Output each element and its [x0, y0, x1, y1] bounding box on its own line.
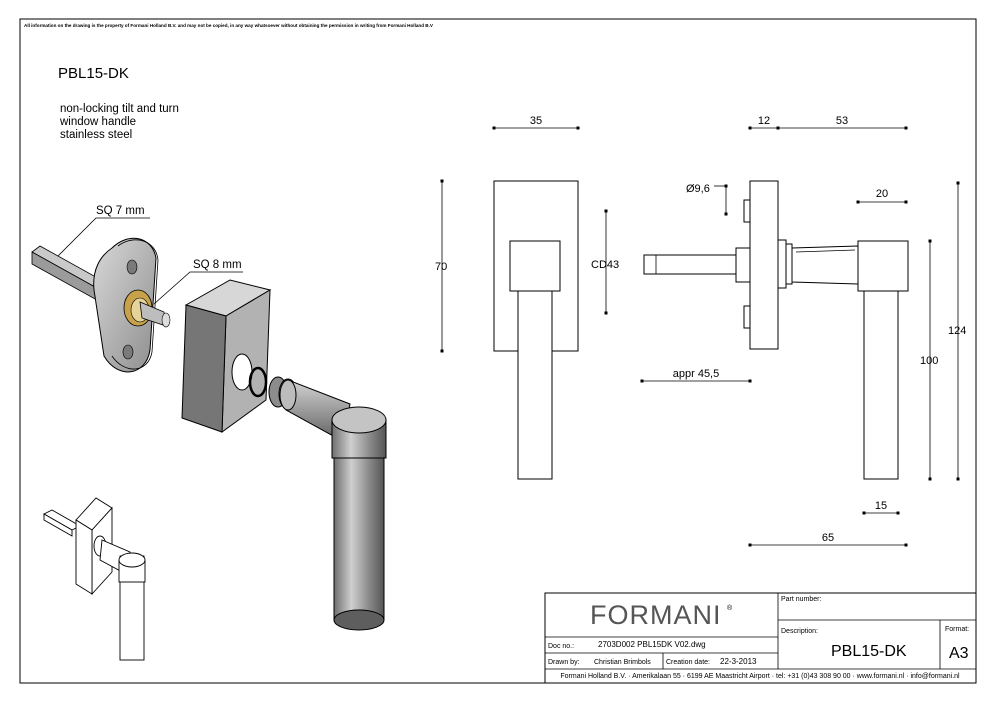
dim-grip-bottom: 15	[875, 500, 887, 512]
dim-plate-width: 35	[530, 115, 542, 127]
doc-no-value: 2703D002 PBL15DK V02.dwg	[598, 640, 706, 649]
front-grip	[517, 290, 553, 480]
dim-grip-length: 100	[920, 355, 938, 367]
sheet-border	[19, 18, 977, 684]
title-block: FORMANI ® Part number: Description: PBL1…	[544, 592, 977, 684]
side-view: 12 53 Ø9,6 appr 45,5 20 100 124 15 65	[640, 115, 966, 547]
part-number-label: Part number:	[781, 596, 822, 603]
dim-centre-distance: CD43	[591, 259, 619, 271]
screw-hole-top	[126, 259, 138, 275]
creation-date-label: Creation date:	[666, 659, 710, 666]
callout-sq7: SQ 7 mm	[96, 205, 145, 217]
format-label: Format:	[945, 626, 969, 633]
side-grip	[863, 290, 899, 480]
side-rose	[749, 180, 779, 350]
logo-registered-mark: ®	[727, 604, 733, 612]
format-value: A3	[949, 645, 969, 662]
dim-plate-height: 70	[435, 261, 447, 273]
formani-logo: FORMANI	[590, 600, 722, 630]
front-view: 35 70 CD43	[435, 115, 619, 480]
description-line-2: window handle	[59, 116, 136, 128]
dim-overall-height: 124	[948, 325, 966, 337]
dim-spindle-diameter: Ø9,6	[686, 183, 710, 195]
description-line-3: stainless steel	[60, 129, 132, 141]
drawn-by-label: Drawn by:	[548, 659, 580, 666]
description-label: Description:	[781, 628, 818, 635]
retaining-ring	[248, 366, 268, 398]
description-line-1: non-locking tilt and turn	[60, 103, 179, 115]
isometric-exploded-view	[31, 237, 387, 631]
dim-rose-thickness: 12	[758, 115, 770, 127]
drawn-by-value: Christian Brimbols	[594, 659, 651, 666]
dim-grip-top: 20	[876, 188, 888, 200]
doc-no-label: Doc no.:	[548, 643, 574, 650]
side-elbow	[857, 240, 909, 292]
front-elbow	[509, 240, 561, 292]
backplate-side	[181, 304, 227, 433]
elbow-cap	[331, 406, 387, 434]
screw-hole-bottom	[122, 344, 134, 360]
copyright-notice: All information on the drawing is the pr…	[24, 23, 434, 28]
dim-projection: 53	[836, 115, 848, 127]
product-code: PBL15-DK	[58, 65, 129, 82]
dim-overall-depth: 65	[822, 532, 834, 544]
company-footer: Formani Holland B.V. · Amerikalaan 55 · …	[560, 673, 960, 680]
description-value: PBL15-DK	[831, 643, 907, 660]
dim-spindle-length: appr 45,5	[673, 368, 719, 380]
side-spindle	[643, 254, 737, 275]
assembled-thumbnail	[43, 497, 146, 661]
creation-date-value: 22-3-2013	[720, 657, 757, 666]
callout-sq8: SQ 8 mm	[193, 259, 242, 271]
